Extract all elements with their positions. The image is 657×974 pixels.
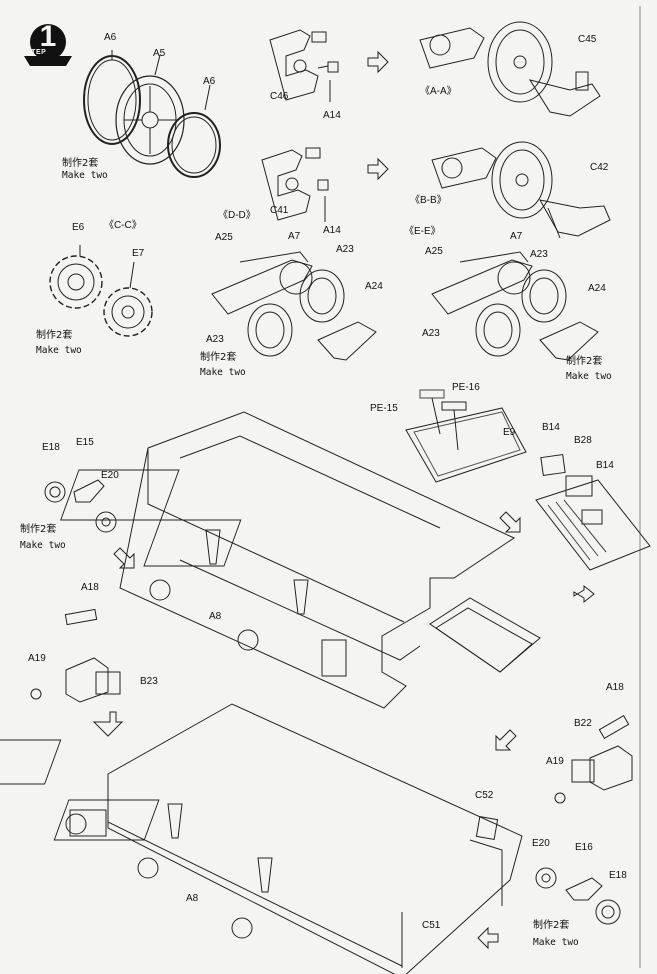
make-two-cn: 制作2套 — [533, 920, 570, 931]
part-label: A18 — [606, 682, 624, 693]
part-label: A14 — [323, 225, 341, 236]
step-word: STEP — [26, 49, 47, 56]
part-label: E7 — [132, 248, 145, 259]
part-label: B22 — [574, 718, 592, 729]
c41-bracket — [261, 147, 329, 222]
road-wheel-assembly — [83, 50, 221, 178]
part-label: A7 — [288, 231, 301, 242]
part-label: A6 — [104, 32, 117, 43]
part-label: C46 — [270, 91, 289, 102]
make-two-en: Make two — [20, 540, 66, 551]
part-label: PE-16 — [452, 382, 480, 393]
part-label: PE-15 — [370, 403, 398, 414]
step-badge-icon — [24, 24, 72, 66]
part-label: A24 — [365, 281, 383, 292]
part-label: C41 — [270, 205, 289, 216]
right-mount — [554, 714, 633, 804]
part-label: A5 — [153, 48, 166, 59]
part-label: E18 — [42, 442, 60, 453]
part-label: A6 — [203, 76, 216, 87]
part-label: C45 — [578, 34, 597, 45]
a8-brackets-upper — [149, 529, 347, 677]
part-label: E20 — [101, 470, 119, 481]
part-label: A19 — [546, 756, 564, 767]
make-two-cn: 制作2套 — [62, 158, 99, 169]
make-two-en: Make two — [36, 345, 82, 356]
make-two-en: Make two — [62, 170, 108, 181]
upper-hull — [60, 411, 541, 709]
part-label: B14 — [596, 460, 614, 471]
ee-bogie — [431, 251, 599, 361]
part-label: A23 — [206, 334, 224, 345]
part-label: A19 — [28, 653, 46, 664]
section-label: 《A-A》 — [420, 86, 457, 97]
make-two-cn: 制作2套 — [566, 356, 603, 367]
part-label: E20 — [532, 838, 550, 849]
sprocket-assembly — [49, 245, 153, 337]
idler-right — [535, 867, 621, 925]
part-label: E15 — [76, 437, 94, 448]
part-label: A8 — [209, 611, 222, 622]
e9-plate — [405, 389, 527, 483]
aa-assembly — [419, 21, 601, 117]
part-label: E9 — [503, 427, 516, 438]
c52-plate — [475, 816, 499, 840]
idler-left — [44, 479, 117, 533]
lower-hull — [0, 703, 523, 974]
part-label: A23 — [422, 328, 440, 339]
part-label: A24 — [588, 283, 606, 294]
section-label: 《E-E》 — [404, 226, 441, 237]
section-label: 《D-D》 — [218, 210, 256, 221]
part-label: C42 — [590, 162, 609, 173]
make-two-en: Make two — [566, 371, 612, 382]
b28-grille — [535, 453, 651, 571]
make-two-en: Make two — [533, 937, 579, 948]
part-label: A25 — [425, 246, 443, 257]
left-mount — [30, 608, 121, 703]
part-label: B23 — [140, 676, 158, 687]
part-label: A23 — [530, 249, 548, 260]
step-badge: 1 STEP — [22, 20, 74, 68]
part-label: A25 — [215, 232, 233, 243]
part-label: E6 — [72, 222, 85, 233]
make-two-en: Make two — [200, 367, 246, 378]
part-label: E16 — [575, 842, 593, 853]
part-label: A7 — [510, 231, 523, 242]
part-label: A8 — [186, 893, 199, 904]
part-label: E18 — [609, 870, 627, 881]
part-label: B14 — [542, 422, 560, 433]
part-label: C52 — [475, 790, 494, 801]
make-two-cn: 制作2套 — [20, 524, 57, 535]
section-label: 《C-C》 — [104, 220, 142, 231]
part-label: A23 — [336, 244, 354, 255]
make-two-cn: 制作2套 — [36, 330, 73, 341]
dd-bogie — [211, 251, 377, 361]
part-label: A14 — [323, 110, 341, 121]
step-number: 1 — [39, 20, 57, 53]
c46-bracket — [269, 29, 339, 102]
part-label: B28 — [574, 435, 592, 446]
bb-assembly — [431, 141, 611, 239]
part-label: C51 — [422, 920, 441, 931]
make-two-cn: 制作2套 — [200, 352, 237, 363]
section-label: 《B-B》 — [410, 195, 447, 206]
part-label: A18 — [81, 582, 99, 593]
